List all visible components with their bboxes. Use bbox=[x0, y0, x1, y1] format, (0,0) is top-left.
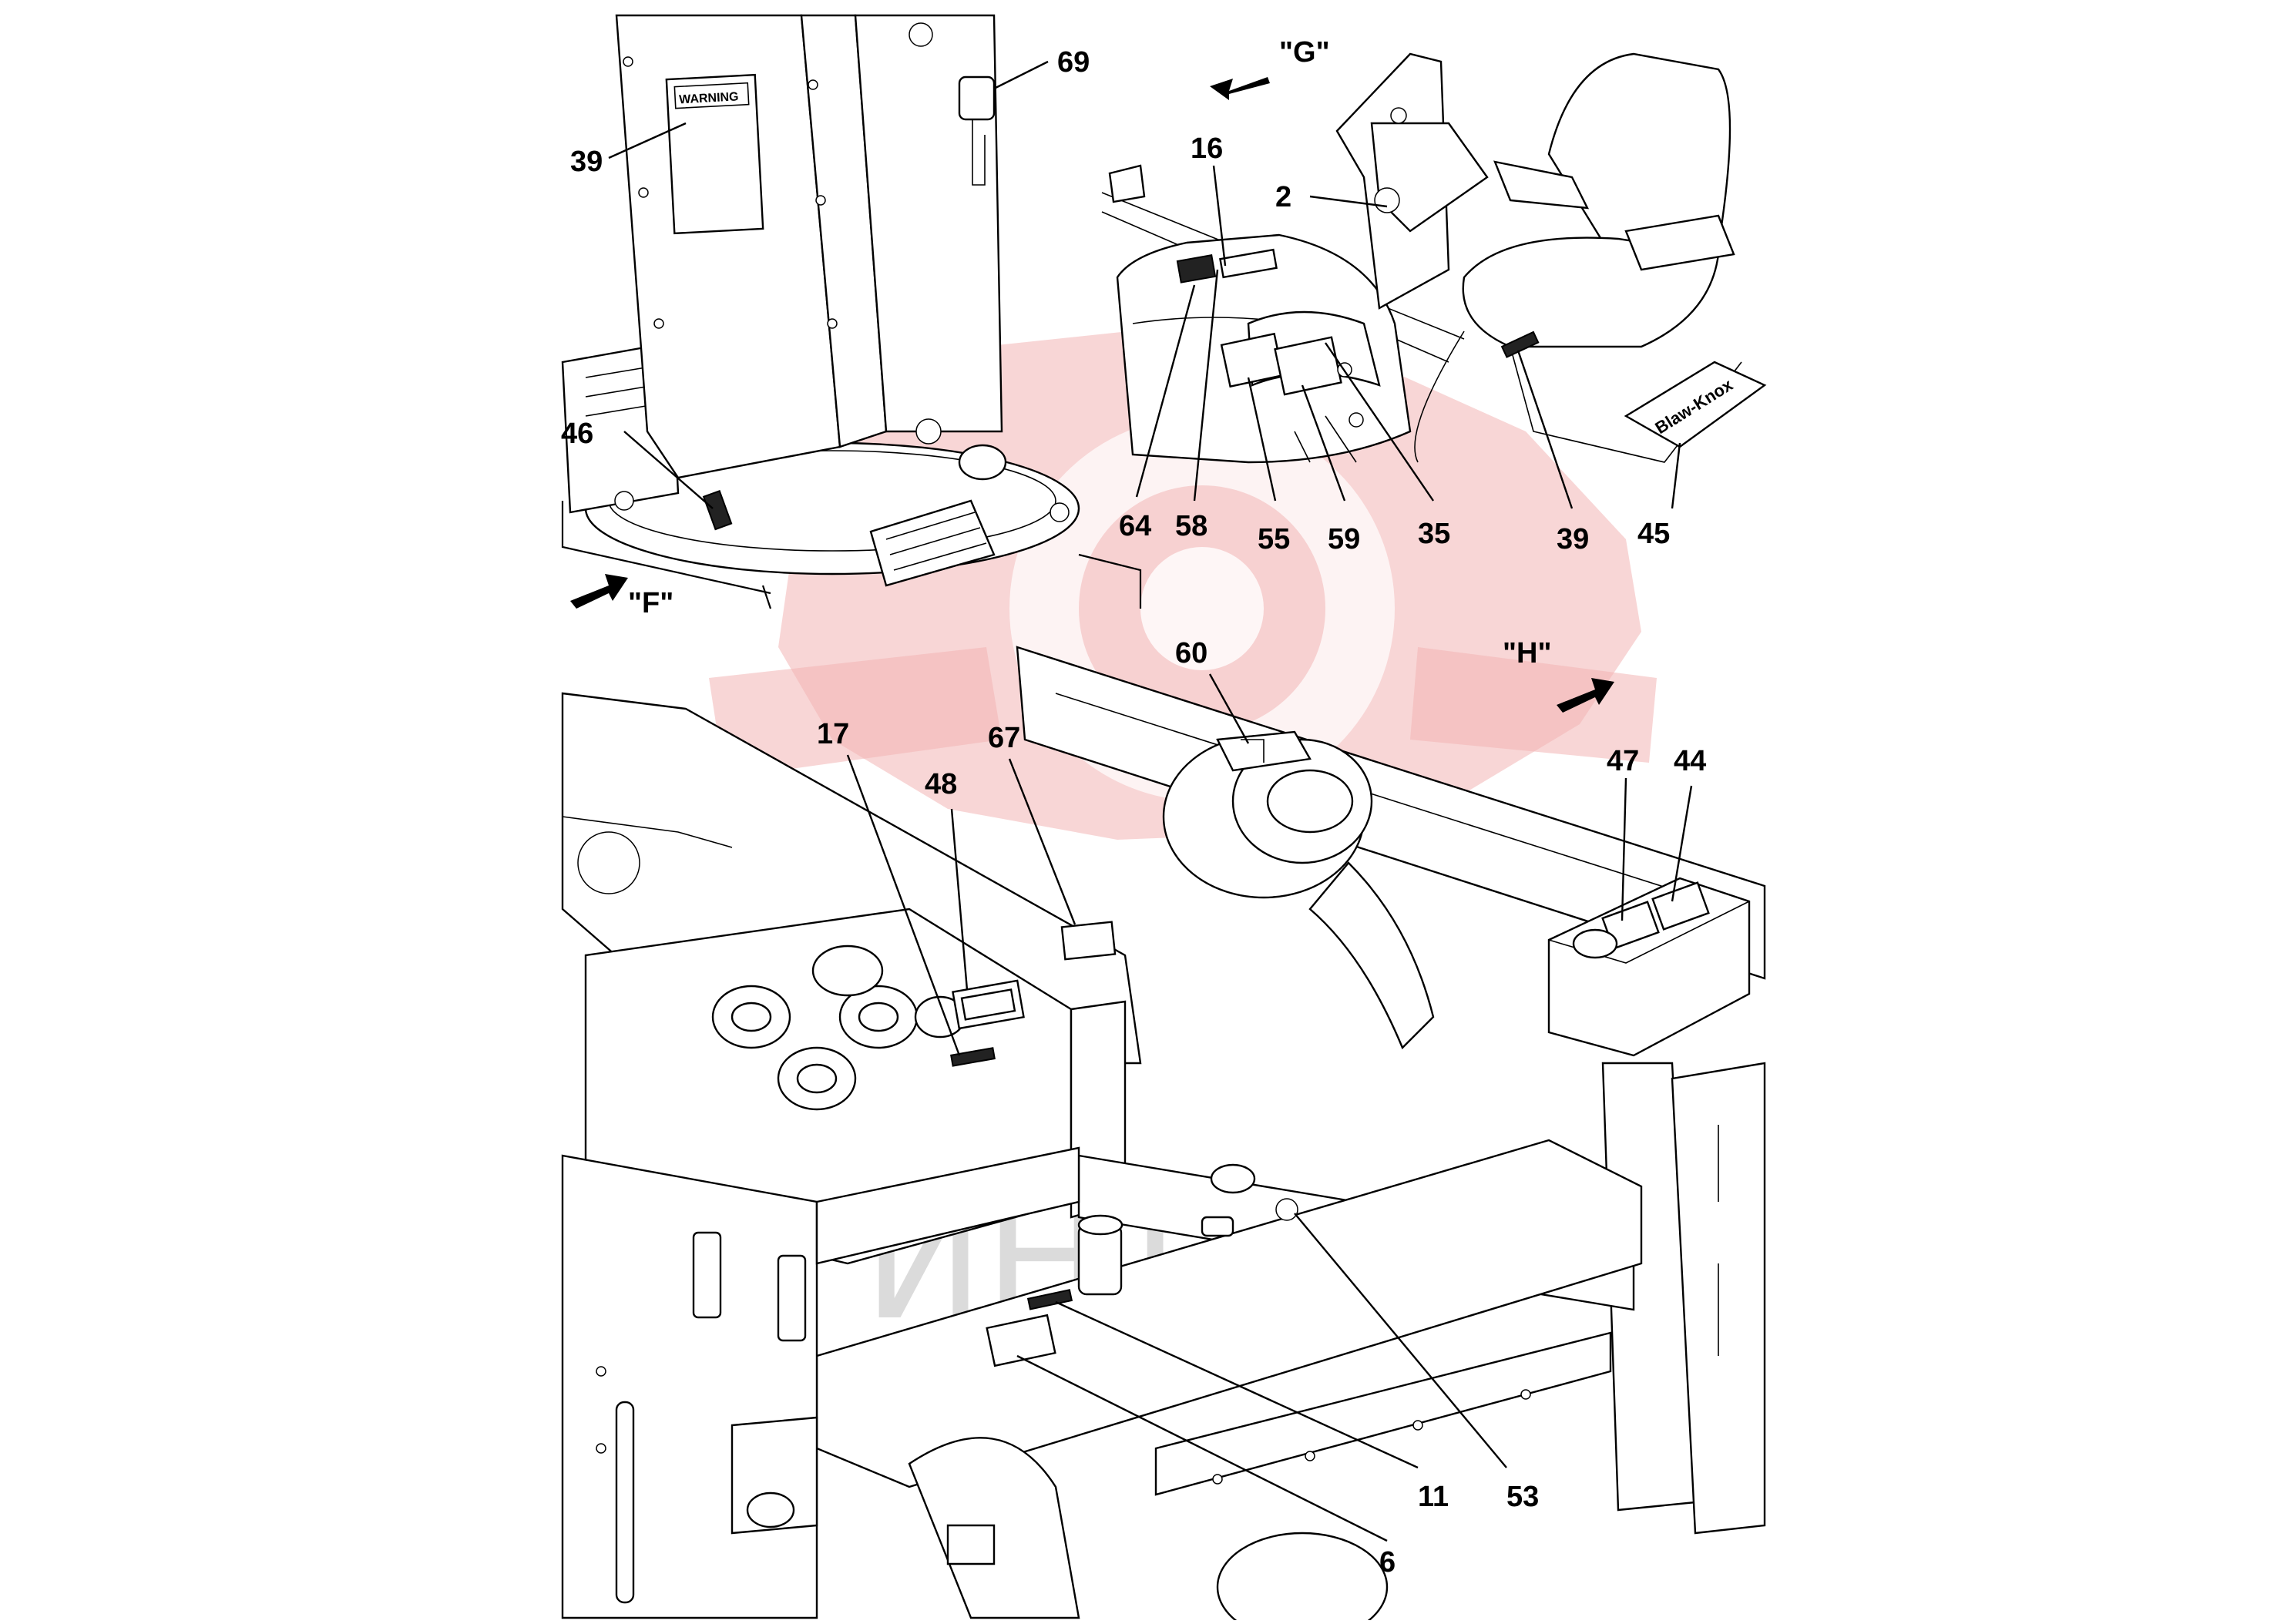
callout-46: 46 bbox=[561, 418, 593, 450]
callout-58: 58 bbox=[1175, 510, 1207, 542]
callout-47: 47 bbox=[1607, 745, 1639, 777]
view-label-h: "H" bbox=[1503, 637, 1551, 669]
callout-55: 55 bbox=[1258, 523, 1290, 555]
callout-45: 45 bbox=[1637, 518, 1670, 550]
callout-2: 2 bbox=[1275, 181, 1291, 213]
view-arrow-h: "H" bbox=[1503, 637, 1614, 713]
view-label-g: "G" bbox=[1279, 36, 1330, 69]
air-cleaner bbox=[1162, 730, 1435, 1050]
leader-lines bbox=[608, 60, 1693, 1542]
view-label-f: "F" bbox=[628, 587, 673, 619]
callout-69: 69 bbox=[1057, 46, 1090, 79]
callouts: 69 39 16 2 46 64 58 55 59 35 39 45 60 17… bbox=[561, 46, 1706, 1579]
callout-64: 64 bbox=[1119, 510, 1151, 542]
warning-decal-text: WARNING bbox=[679, 90, 739, 106]
callout-39-seat: 39 bbox=[1557, 523, 1589, 555]
coolant-reservoir bbox=[1547, 877, 1751, 1057]
callout-11: 11 bbox=[1418, 1481, 1449, 1513]
callout-53: 53 bbox=[1506, 1481, 1539, 1513]
callout-17: 17 bbox=[817, 718, 849, 750]
callout-48: 48 bbox=[925, 768, 957, 800]
main-frame-assembly bbox=[561, 646, 1766, 1624]
callout-39-tower: 39 bbox=[570, 146, 603, 178]
callout-35: 35 bbox=[1418, 518, 1450, 550]
view-arrow-f: "F" bbox=[570, 574, 673, 619]
view-arrow-g: "G" bbox=[1210, 36, 1330, 100]
hydraulic-pumps bbox=[711, 945, 966, 1111]
callout-44: 44 bbox=[1674, 745, 1706, 777]
callout-67: 67 bbox=[988, 722, 1020, 754]
callout-6: 6 bbox=[1379, 1546, 1396, 1579]
steering-console-assembly: WARNING bbox=[561, 14, 1142, 609]
callout-59: 59 bbox=[1328, 523, 1360, 555]
operator-seat-assembly bbox=[1101, 52, 1742, 464]
callout-60: 60 bbox=[1175, 637, 1207, 669]
callout-16: 16 bbox=[1191, 133, 1223, 165]
